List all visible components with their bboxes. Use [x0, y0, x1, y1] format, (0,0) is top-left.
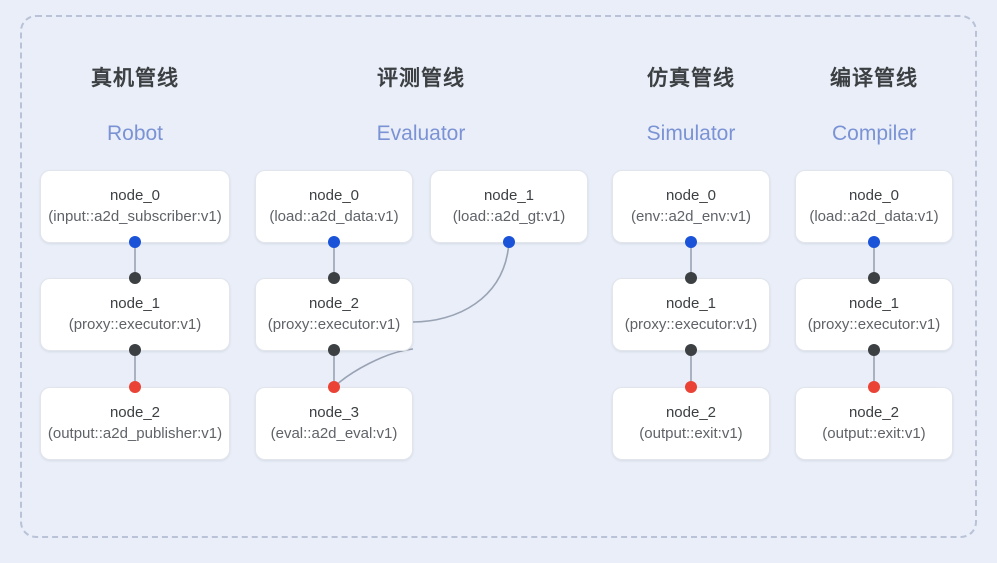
node-spec-label: (proxy::executor:v1)	[624, 316, 758, 333]
node-spec-label: (output::a2d_publisher:v1)	[47, 425, 223, 442]
node-spec-label: (load::a2d_data:v1)	[269, 208, 399, 225]
simulator-node-1-input-port[interactable]	[685, 272, 697, 284]
node-name-label: node_2	[308, 294, 360, 312]
robot-node-1-input-port[interactable]	[129, 272, 141, 284]
node-card-compiler-node_2[interactable]: node_2(output::exit:v1)	[795, 387, 953, 460]
node-name-label: node_2	[665, 403, 717, 421]
evaluator-node-2-input-port[interactable]	[328, 272, 340, 284]
node-spec-label: (proxy::executor:v1)	[267, 316, 401, 333]
simulator-node-1-output-port[interactable]	[685, 344, 697, 356]
node-name-label: node_2	[848, 403, 900, 421]
node-spec-label: (output::exit:v1)	[822, 425, 926, 442]
column-title-en-evaluator: Evaluator	[376, 122, 466, 145]
compiler-node-1-output-port[interactable]	[868, 344, 880, 356]
node-spec-label: (proxy::executor:v1)	[807, 316, 941, 333]
node-name-label: node_3	[308, 403, 360, 421]
node-card-evaluator-node_0[interactable]: node_0(load::a2d_data:v1)	[255, 170, 413, 243]
evaluator-node-3-input-port[interactable]	[328, 381, 340, 393]
compiler-node-0-output-port[interactable]	[868, 236, 880, 248]
compiler-node-2-input-port[interactable]	[868, 381, 880, 393]
node-name-label: node_2	[109, 403, 161, 421]
node-name-label: node_0	[665, 186, 717, 204]
node-spec-label: (env::a2d_env:v1)	[630, 208, 752, 225]
node-card-simulator-node_2[interactable]: node_2(output::exit:v1)	[612, 387, 770, 460]
node-card-compiler-node_1[interactable]: node_1(proxy::executor:v1)	[795, 278, 953, 351]
node-spec-label: (eval::a2d_eval:v1)	[270, 425, 398, 442]
compiler-node-1-input-port[interactable]	[868, 272, 880, 284]
node-card-compiler-node_0[interactable]: node_0(load::a2d_data:v1)	[795, 170, 953, 243]
column-title-en-robot: Robot	[106, 122, 164, 145]
robot-node-2-input-port[interactable]	[129, 381, 141, 393]
edge-node1-node2	[412, 241, 510, 323]
node-card-evaluator-node_3[interactable]: node_3(eval::a2d_eval:v1)	[255, 387, 413, 460]
column-title-cn-evaluator: 评测管线	[377, 67, 465, 90]
evaluator-node-0-output-port[interactable]	[328, 236, 340, 248]
node-card-simulator-node_1[interactable]: node_1(proxy::executor:v1)	[612, 278, 770, 351]
simulator-node-0-output-port[interactable]	[685, 236, 697, 248]
node-name-label: node_1	[665, 294, 717, 312]
node-name-label: node_1	[483, 186, 535, 204]
node-spec-label: (load::a2d_data:v1)	[809, 208, 939, 225]
node-card-robot-node_0[interactable]: node_0(input::a2d_subscriber:v1)	[40, 170, 230, 243]
column-title-en-simulator: Simulator	[646, 122, 736, 145]
node-card-robot-node_2[interactable]: node_2(output::a2d_publisher:v1)	[40, 387, 230, 460]
node-spec-label: (proxy::executor:v1)	[68, 316, 202, 333]
node-name-label: node_1	[848, 294, 900, 312]
column-title-cn-compiler: 编译管线	[830, 67, 918, 90]
node-name-label: node_0	[848, 186, 900, 204]
node-card-simulator-node_0[interactable]: node_0(env::a2d_env:v1)	[612, 170, 770, 243]
node-spec-label: (input::a2d_subscriber:v1)	[48, 208, 222, 225]
node-name-label: node_1	[109, 294, 161, 312]
node-name-label: node_0	[308, 186, 360, 204]
column-title-cn-robot: 真机管线	[91, 67, 179, 90]
robot-node-0-output-port[interactable]	[129, 236, 141, 248]
simulator-node-2-input-port[interactable]	[685, 381, 697, 393]
node-name-label: node_0	[109, 186, 161, 204]
node-spec-label: (output::exit:v1)	[639, 425, 743, 442]
evaluator-node-2-output-port[interactable]	[328, 344, 340, 356]
node-card-evaluator-node_1[interactable]: node_1(load::a2d_gt:v1)	[430, 170, 588, 243]
edge-node2-node3-secondary	[333, 348, 414, 388]
node-card-evaluator-node_2[interactable]: node_2(proxy::executor:v1)	[255, 278, 413, 351]
column-title-cn-simulator: 仿真管线	[647, 67, 735, 90]
column-title-en-compiler: Compiler	[831, 122, 917, 145]
node-card-robot-node_1[interactable]: node_1(proxy::executor:v1)	[40, 278, 230, 351]
node-spec-label: (load::a2d_gt:v1)	[452, 208, 566, 225]
evaluator-node-1-output-port[interactable]	[503, 236, 515, 248]
robot-node-1-output-port[interactable]	[129, 344, 141, 356]
